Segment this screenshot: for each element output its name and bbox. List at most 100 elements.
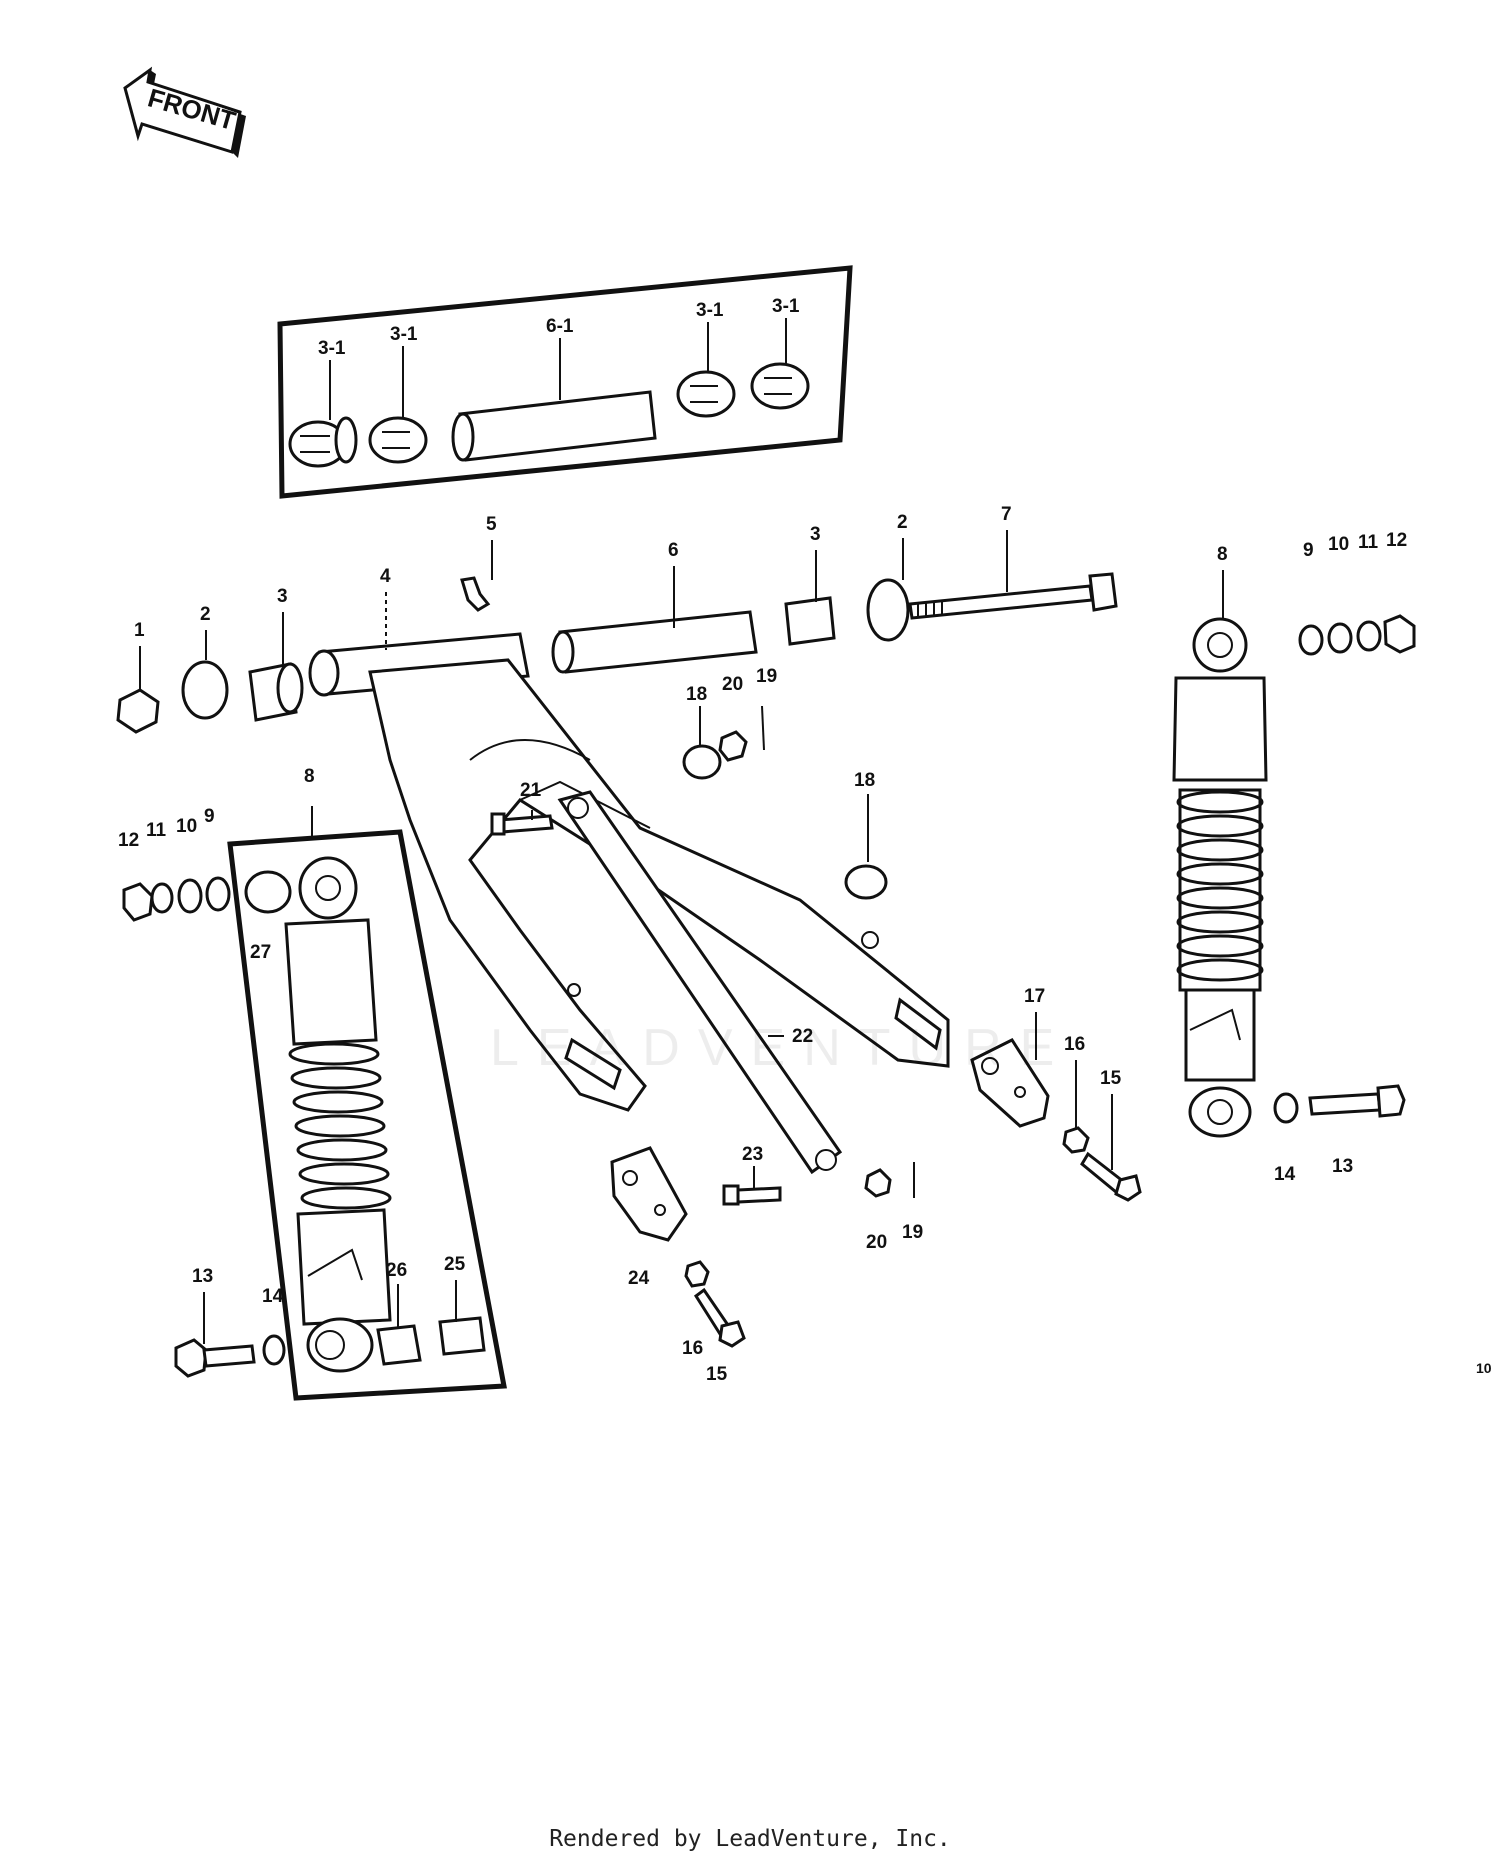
washer-10-left <box>177 878 203 914</box>
bearing-kit-frame: 3-1 3-1 6-1 3-1 3-1 <box>277 265 853 499</box>
needle-bearing-4 <box>750 362 810 410</box>
callout-10-left: 10 <box>176 816 197 837</box>
callout-15-lower: 15 <box>706 1364 728 1385</box>
watermark: LEADVENTURE <box>490 1019 1073 1077</box>
washer-11-left <box>150 882 174 914</box>
bolt-21 <box>490 812 554 836</box>
washer-10-right <box>1327 622 1353 654</box>
bolt-15-right <box>1080 1151 1142 1202</box>
callout-10-right: 10 <box>1328 534 1349 555</box>
washer-11-right <box>1356 620 1382 652</box>
grease-nipple-5 <box>460 576 491 612</box>
leader-lines <box>139 530 1224 1344</box>
torque-link-22 <box>557 790 843 1175</box>
shock-absorber-left-kit <box>227 829 507 1401</box>
washer-14-right <box>1273 1092 1299 1124</box>
callout-26: 26 <box>386 1260 407 1281</box>
bushing-26 <box>376 1324 422 1366</box>
kit-callout-3-1-c: 3-1 <box>696 300 724 321</box>
callout-14-right: 14 <box>1274 1164 1296 1185</box>
washer-9-right <box>1298 624 1324 656</box>
callout-17: 17 <box>1024 986 1045 1007</box>
kit-callout-3-1-d: 3-1 <box>772 296 800 317</box>
callout-19-lower: 19 <box>902 1222 923 1243</box>
callout-6: 6 <box>668 540 679 561</box>
bolt-15-lower <box>693 1287 746 1348</box>
nut-1 <box>116 688 160 734</box>
washer-9-left <box>205 876 231 912</box>
callout-18-right: 18 <box>854 770 875 791</box>
chain-adjuster-slot-left <box>564 1037 622 1091</box>
callout-5: 5 <box>486 514 497 535</box>
callout-9-left: 9 <box>204 806 215 827</box>
nut-20-upper <box>718 730 748 762</box>
bolt-13-left <box>174 1338 256 1378</box>
nut-12-left <box>122 882 154 922</box>
spacer-tube-6 <box>558 610 758 674</box>
callout-8-right: 8 <box>1217 544 1228 565</box>
nut-12-right <box>1383 614 1416 654</box>
callout-20-lower: 20 <box>866 1232 887 1253</box>
callout-16-right: 16 <box>1064 1034 1085 1055</box>
footer-text: Rendered by LeadVenture, Inc. <box>549 1826 951 1852</box>
callout-1: 1 <box>134 620 145 641</box>
nut-20-lower <box>864 1168 892 1198</box>
bolt-13-right <box>1308 1084 1406 1118</box>
nut-16-lower <box>684 1260 710 1288</box>
bushing-18-right <box>844 864 888 900</box>
callout-20-upper: 20 <box>722 674 743 695</box>
swing-arm <box>368 658 950 1175</box>
washer-2-right <box>866 578 910 642</box>
callout-12-left: 12 <box>118 830 139 851</box>
callout-12-right: 12 <box>1386 530 1407 551</box>
nut-16-right <box>1062 1126 1090 1154</box>
callout-13-left: 13 <box>192 1266 213 1287</box>
washer-14-left <box>262 1334 286 1366</box>
callout-11-right: 11 <box>1358 532 1379 553</box>
callout-18-upper: 18 <box>686 684 707 705</box>
callout-16-lower: 16 <box>682 1338 703 1359</box>
pivot-bolt-7 <box>908 572 1118 620</box>
page-number: 10 <box>1476 1360 1492 1376</box>
kit-callout-3-1-a: 3-1 <box>318 338 346 359</box>
needle-bearing-3 <box>676 370 736 418</box>
shock-absorber-right <box>1172 617 1268 1138</box>
callout-2-right: 2 <box>897 512 908 533</box>
callout-24: 24 <box>628 1268 650 1289</box>
washer-2 <box>181 660 229 720</box>
callout-7: 7 <box>1001 504 1012 525</box>
kit-callout-6-1: 6-1 <box>546 316 574 337</box>
callout-19-upper: 19 <box>756 666 777 687</box>
callout-9-right: 9 <box>1303 540 1314 561</box>
callout-27: 27 <box>250 942 271 963</box>
bracket-24 <box>610 1146 688 1242</box>
bushing-27 <box>244 870 292 914</box>
front-arrow-icon: FRONT <box>123 66 246 158</box>
cotter-pin-19-upper <box>761 705 765 751</box>
callout-11-left: 11 <box>146 820 167 841</box>
needle-bearing-2 <box>368 416 428 464</box>
collar-3-right <box>784 596 836 646</box>
callout-3: 3 <box>277 586 288 607</box>
callout-13-right: 13 <box>1332 1156 1353 1177</box>
callout-15-right: 15 <box>1100 1068 1122 1089</box>
chain-adjuster-slot-right <box>894 997 942 1051</box>
callout-4: 4 <box>380 566 391 587</box>
callout-23: 23 <box>742 1144 763 1165</box>
bolt-23 <box>722 1184 782 1206</box>
sleeve-pipe <box>451 390 657 462</box>
callout-25: 25 <box>444 1254 466 1275</box>
collar-25 <box>438 1316 486 1356</box>
callout-8-left: 8 <box>304 766 315 787</box>
callout-14-left: 14 <box>262 1286 284 1307</box>
callout-21: 21 <box>520 780 542 801</box>
callout-22: 22 <box>792 1026 813 1047</box>
callout-numbers: 1 2 3 4 5 6 3 2 7 8 9 10 11 12 18 20 19 … <box>118 504 1407 1385</box>
pivot-hardware <box>116 572 1118 734</box>
callout-3-right: 3 <box>810 524 821 545</box>
kit-callout-3-1-b: 3-1 <box>390 324 418 345</box>
needle-bearing-1 <box>288 416 358 468</box>
bushing-18-upper <box>682 744 722 780</box>
